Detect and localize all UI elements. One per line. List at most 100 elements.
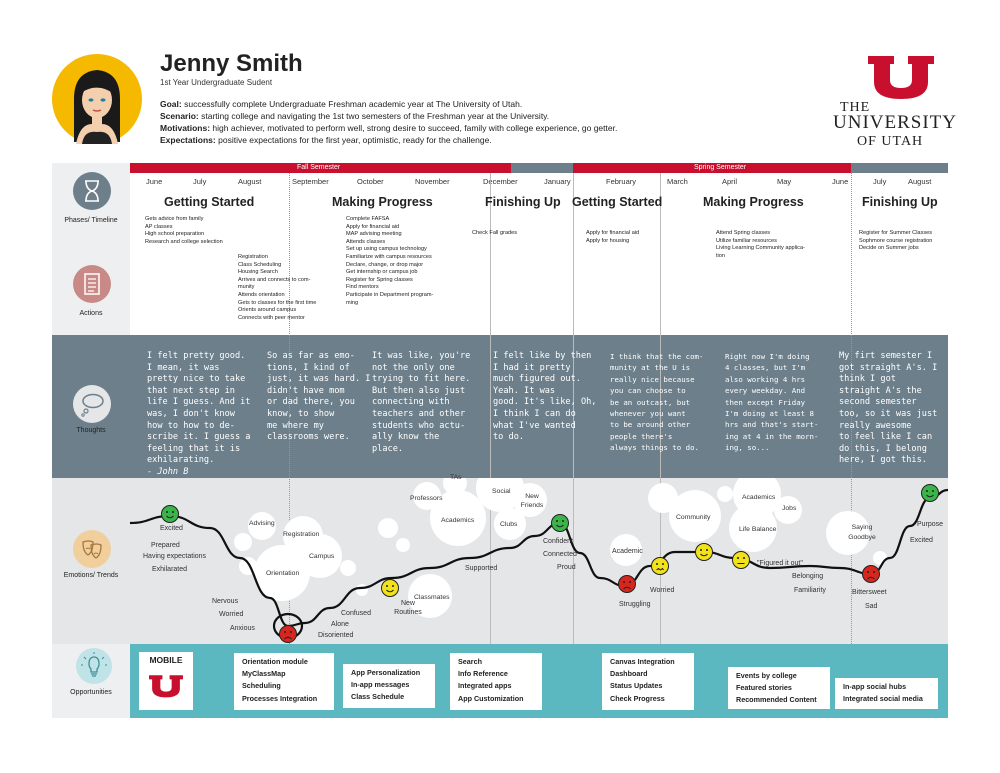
bubble [669, 490, 721, 542]
emotion-label: Academic [612, 548, 643, 555]
logo-the: THE [840, 100, 871, 115]
bubble [873, 551, 887, 565]
divider [573, 173, 574, 644]
bubble [513, 483, 547, 517]
month: April [722, 177, 738, 186]
bubble-label: Jobs [782, 505, 797, 512]
divider [851, 173, 852, 644]
month: June [146, 177, 163, 186]
month: September [292, 177, 329, 186]
bubble-label: Clubs [500, 521, 518, 528]
bubble-label: Academics [441, 517, 475, 524]
bubble [408, 574, 452, 618]
row-label-emotions: Emotions/ Trends [63, 572, 119, 579]
bubble-label: Campus [309, 553, 335, 560]
persona-goal: Goal: successfully complete Undergraduat… [160, 99, 523, 109]
emotion-face-icon [551, 514, 569, 532]
emotion-label: Belonging [792, 573, 824, 580]
emotion-face-icon [921, 484, 939, 502]
month: January [544, 177, 571, 186]
month: October [357, 177, 384, 186]
emotion-label: Connected [543, 551, 577, 558]
bubble [356, 584, 368, 596]
emotion-face-icon [862, 565, 880, 583]
emotion-label: Anxious [230, 625, 255, 632]
emotion-label: Supported [465, 565, 498, 572]
mobile-u-logo: MOBILE [139, 652, 193, 710]
bubble-label: Professors [410, 495, 443, 502]
phase-title: Getting Started [164, 195, 255, 209]
phase-title: Getting Started [572, 195, 663, 209]
bubble [774, 496, 802, 524]
month: November [415, 177, 450, 186]
logo-university: UNIVERSITY [833, 112, 957, 133]
emotion-label: "Figured it out" [757, 560, 803, 567]
month: February [606, 177, 637, 186]
emotion-label: Struggling [619, 601, 651, 608]
bubble [717, 486, 733, 502]
emotion-label: Bittersweet [852, 589, 887, 596]
bubble-group [234, 464, 887, 618]
semester-bar-slate-summer [851, 163, 948, 173]
thought-bubble-icon [73, 385, 111, 423]
semester-bar-slate-winter [511, 163, 573, 173]
mobile-label: MOBILE [149, 655, 183, 665]
month: May [777, 177, 792, 186]
mobile-u-icon [149, 675, 183, 698]
bubble [826, 511, 870, 555]
bubble-label: Saying Goodbye [848, 524, 876, 541]
logo-of-utah: OF UTAH [857, 134, 924, 149]
bubble [413, 482, 441, 510]
theater-masks-icon [73, 530, 111, 568]
bubble [648, 483, 678, 513]
emotion-face-icon [381, 579, 399, 597]
emotion-label: Disoriented [318, 632, 354, 639]
month: August [908, 177, 932, 186]
bubble-label: Registration [283, 531, 320, 538]
bubble-label: New Friends [520, 493, 544, 509]
emotion-label: Sad [865, 603, 878, 610]
bubble [610, 534, 642, 566]
bubble-label: TAs [450, 474, 462, 481]
emotion-label: Exhilarated [152, 566, 188, 573]
emotion-label: Excited [160, 525, 183, 532]
lightbulb-icon [76, 648, 112, 684]
month: July [873, 177, 887, 186]
phase-title: Making Progress [703, 195, 804, 209]
bubble [378, 518, 398, 538]
phase-title: Finishing Up [485, 195, 561, 209]
bubble-label: Social [492, 488, 511, 495]
emotion-label: Worried [650, 587, 675, 594]
emotion-label: Excited [910, 537, 933, 544]
bubble [729, 504, 777, 552]
phases-content-area [130, 163, 948, 335]
emotion-face-icon [279, 625, 297, 643]
university-logo-u [866, 54, 936, 100]
emotion-face-icon [732, 551, 750, 569]
emotion-label: Familiarity [794, 587, 826, 594]
row-label-opportunities: Opportunities [70, 689, 112, 696]
fall-semester-label: Fall Semester [297, 164, 341, 171]
divider [660, 173, 661, 644]
bubble [254, 545, 310, 601]
emotion-label: Having expectations [143, 553, 207, 560]
row-label-phases: Phases/ Timeline [64, 217, 118, 224]
bubble [430, 490, 486, 546]
month: July [193, 177, 207, 186]
checklist-icon [73, 265, 111, 303]
persona-role: 1st Year Undergraduate Sudent [160, 78, 273, 87]
divider [289, 173, 290, 644]
bubble [494, 508, 526, 540]
